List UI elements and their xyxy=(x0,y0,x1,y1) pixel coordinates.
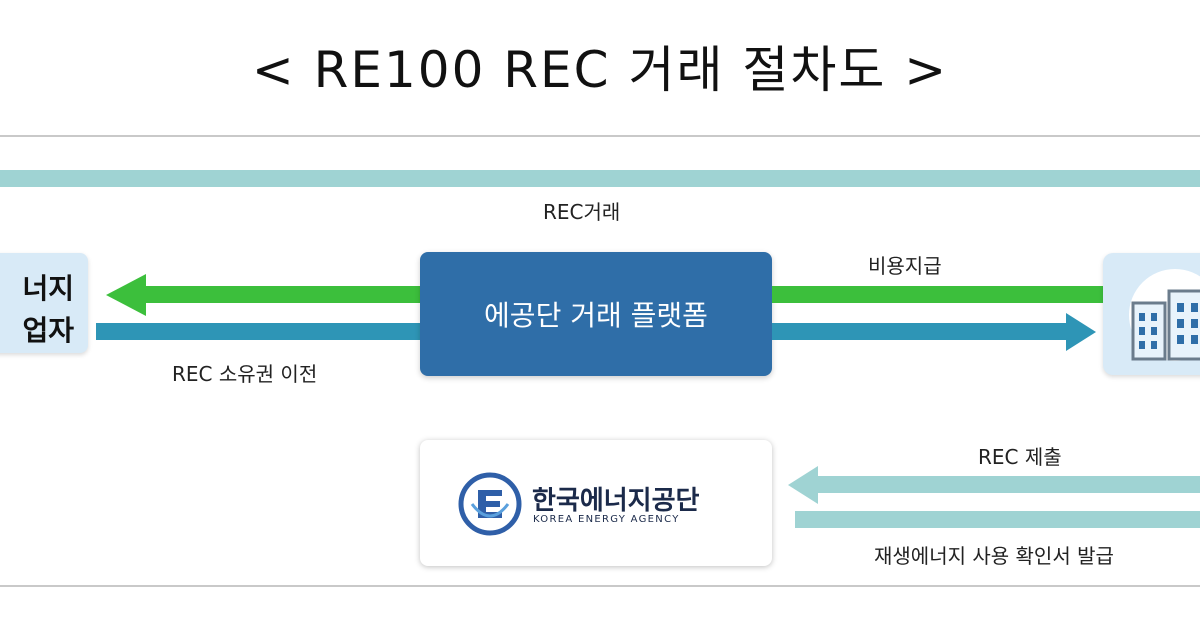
certificate-issue-bar xyxy=(795,511,1200,528)
building-icon xyxy=(1129,269,1200,361)
certificate-issue-label: 재생에너지 사용 확인서 발급 xyxy=(874,544,1114,568)
rec-trade-bar xyxy=(0,170,1200,187)
rec-transfer-label: REC 소유권 이전 xyxy=(172,362,318,386)
rec-submit-label: REC 제출 xyxy=(978,445,1062,469)
energy-producer-box: 너지 업자 xyxy=(0,253,88,353)
payment-bar xyxy=(772,286,1103,303)
blue-arrow-right-shaft xyxy=(772,323,1072,340)
energy-agency-name-en: KOREA ENERGY AGENCY xyxy=(533,514,680,525)
energy-agency-logo-icon xyxy=(458,472,522,536)
energy-producer-label-line1: 너지 xyxy=(22,272,74,305)
diagram-title: < RE100 REC 거래 절차도 > xyxy=(251,41,949,99)
rec-submit-bar xyxy=(815,476,1200,493)
energy-agency-box: 한국에너지공단 KOREA ENERGY AGENCY xyxy=(420,440,772,566)
consumer-box xyxy=(1103,253,1200,375)
arrow-right-icon xyxy=(1066,313,1096,351)
bottom-divider xyxy=(0,585,1200,587)
energy-producer-label-line2: 업자 xyxy=(22,314,74,347)
top-divider xyxy=(0,135,1200,137)
rec-transfer-bar xyxy=(96,323,420,340)
arrow-left-icon xyxy=(106,274,146,316)
trading-platform-box: 에공단 거래 플랫폼 xyxy=(420,252,772,376)
green-arrow-left-shaft xyxy=(140,286,420,303)
trading-platform-label: 에공단 거래 플랫폼 xyxy=(484,299,708,332)
rec-trade-label: REC거래 xyxy=(543,200,621,224)
arrow-left-small-icon xyxy=(788,466,818,504)
energy-agency-name: 한국에너지공단 xyxy=(532,486,700,516)
payment-label: 비용지급 xyxy=(868,254,942,278)
